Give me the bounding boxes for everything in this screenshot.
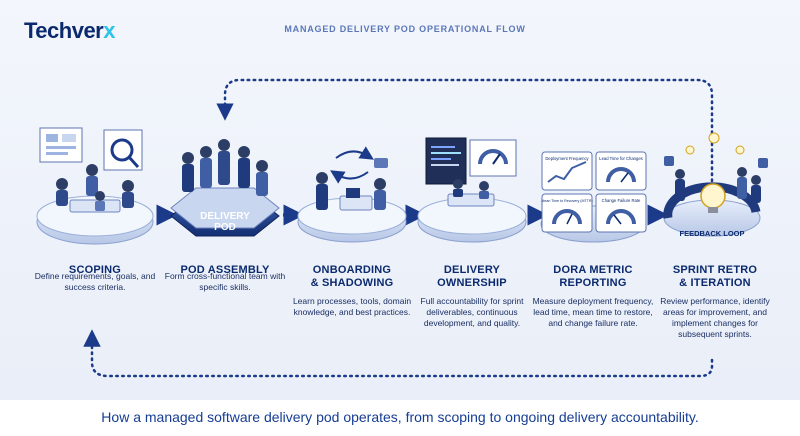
flow-illustration: DELIVERY POD — [36, 78, 768, 378]
step-scoping: SCOPING Define requirements, goals, and … — [30, 264, 160, 293]
step-title: SCOPING — [68, 264, 122, 276]
thumbs-up-icon — [664, 156, 674, 166]
pod-badge-line1: DELIVERY — [200, 211, 250, 222]
diagram-canvas: Techverx MANAGED DELIVERY POD OPERATIONA… — [0, 0, 800, 400]
pod-assembly-illustration: DELIVERY POD — [170, 139, 280, 237]
step-description: Full accountability for sprint deliverab… — [420, 296, 524, 328]
dora-illustration: Deployment Frequency Lead Time for Chang… — [540, 151, 647, 243]
lightbulb-icon — [700, 183, 726, 209]
techverx-logo: Techverx — [24, 18, 115, 43]
idea-icon-top — [708, 132, 720, 144]
onboarding-illustration — [297, 146, 407, 243]
step-description: Define requirements, goals, and success … — [34, 271, 156, 292]
flow-title: MANAGED DELIVERY POD OPERATIONAL FLOW — [284, 24, 526, 34]
step-description: Form cross-functional team with specific… — [164, 271, 286, 292]
dora-card-label-2: Lead Time for Changes — [599, 156, 643, 161]
step-sprint-retro-iteration: SPRINT RETRO& ITERATION Review performan… — [650, 264, 780, 340]
idea-icon-left — [685, 145, 695, 155]
delivery-ownership-illustration — [417, 137, 527, 243]
step-description: Learn processes, tools, domain knowledge… — [292, 296, 412, 317]
thumbs-down-icon — [758, 158, 768, 168]
top-loop-arrow — [216, 78, 714, 207]
step-title: POD ASSEMBLY — [180, 264, 270, 276]
dora-card-deployment-frequency — [541, 151, 593, 191]
idea-icon-right — [735, 145, 745, 155]
step-description: Measure deployment frequency, lead time,… — [532, 296, 654, 328]
step-pod-assembly: POD ASSEMBLY Form cross-functional team … — [160, 264, 290, 293]
sprint-retro-illustration: FEEDBACK LOOP — [663, 132, 768, 238]
scoping-illustration — [36, 127, 154, 245]
pod-badge-line2: POD — [214, 222, 236, 233]
step-title: ONBOARDING& SHADOWING — [310, 264, 394, 289]
feedback-loop-label: FEEDBACK LOOP — [679, 229, 744, 238]
dora-card-label-4: Change Failure Rate — [602, 198, 641, 203]
step-title: SPRINT RETRO& ITERATION — [672, 264, 758, 289]
step-description: Review performance, identify areas for i… — [660, 296, 770, 339]
step-onboarding-shadowing: ONBOARDING& SHADOWING Learn processes, t… — [287, 264, 417, 318]
figure-caption: How a managed software delivery pod oper… — [0, 400, 800, 436]
bottom-loop-arrow — [83, 329, 714, 378]
dora-card-label-1: Deployment Frequency — [545, 156, 589, 161]
dora-card-label-3: Mean Time to Recovery (MTTR) — [541, 199, 592, 203]
